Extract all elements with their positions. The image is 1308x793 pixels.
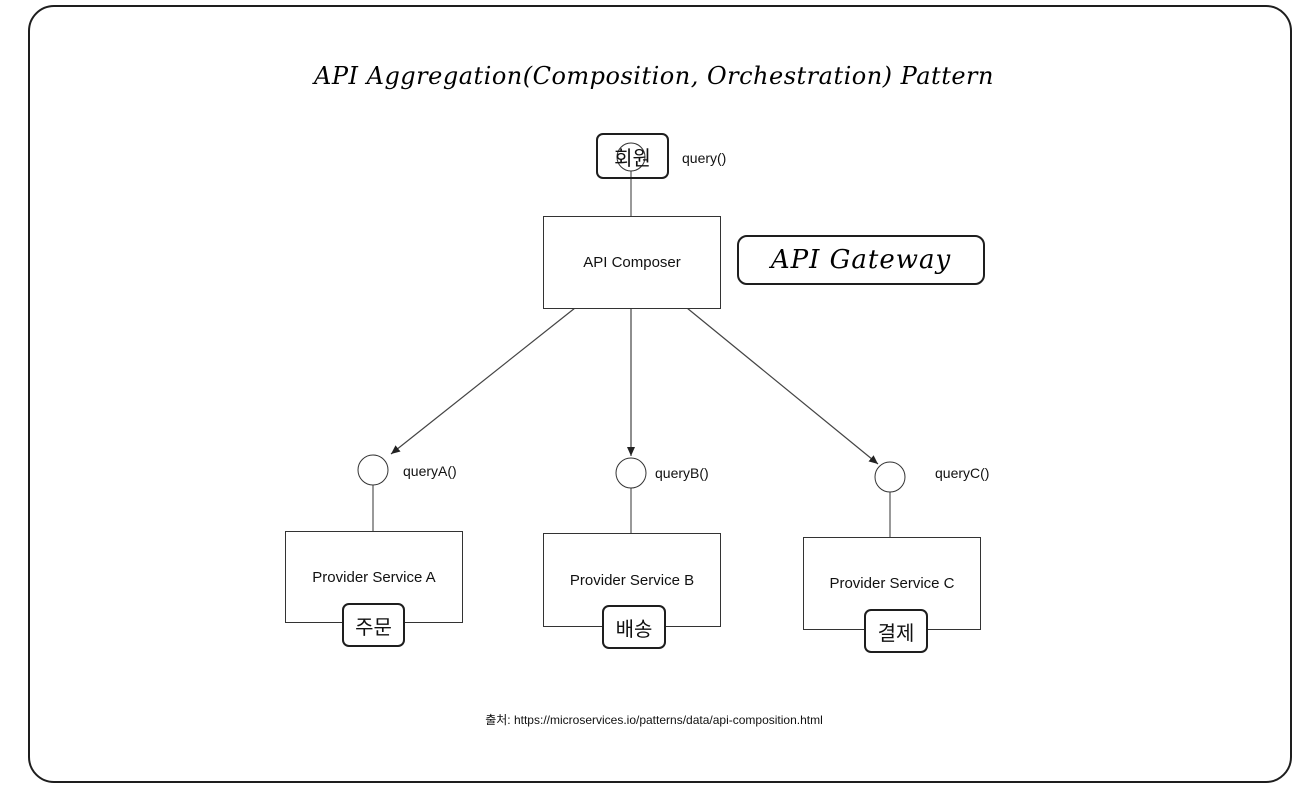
provider-c-query-label: queryC(): [935, 465, 990, 481]
api-gateway-tag: API Gateway: [737, 235, 985, 285]
provider-c-tag-label: 결제: [877, 622, 915, 645]
provider-service-c-label: Provider Service C: [829, 575, 955, 592]
provider-a-tag: 주문: [342, 603, 405, 647]
arrow-to-c: [686, 307, 879, 465]
provider-a-interface-circle: [357, 454, 389, 486]
api-composer-box: API Composer: [543, 216, 721, 309]
api-gateway-label: API Gateway: [770, 245, 952, 275]
provider-b-query-label: queryB(): [655, 465, 709, 481]
canvas-frame: [28, 5, 1292, 783]
provider-service-a-label: Provider Service A: [312, 568, 436, 586]
arrow-to-a: [390, 307, 576, 455]
api-composer-label: API Composer: [583, 254, 681, 271]
provider-c-tag: 결제: [864, 609, 928, 653]
client-query-label: query(): [682, 150, 727, 166]
source-citation: 출처: https://microservices.io/patterns/da…: [485, 713, 823, 727]
provider-b-tag: 배송: [602, 605, 666, 649]
client-tag: 회원: [596, 133, 669, 179]
client-tag-label: 회원: [614, 147, 651, 170]
provider-service-b-box: Provider Service B: [543, 533, 721, 627]
provider-a-query-label: queryA(): [403, 463, 457, 479]
provider-a-tag-label: 주문: [355, 616, 392, 639]
diagram-title: API Aggregation(Composition, Orchestrati…: [314, 62, 994, 90]
provider-b-interface-circle: [615, 457, 647, 489]
provider-service-b-label: Provider Service B: [569, 571, 695, 589]
provider-c-interface-circle: [874, 461, 906, 493]
provider-b-tag-label: 배송: [615, 618, 653, 641]
